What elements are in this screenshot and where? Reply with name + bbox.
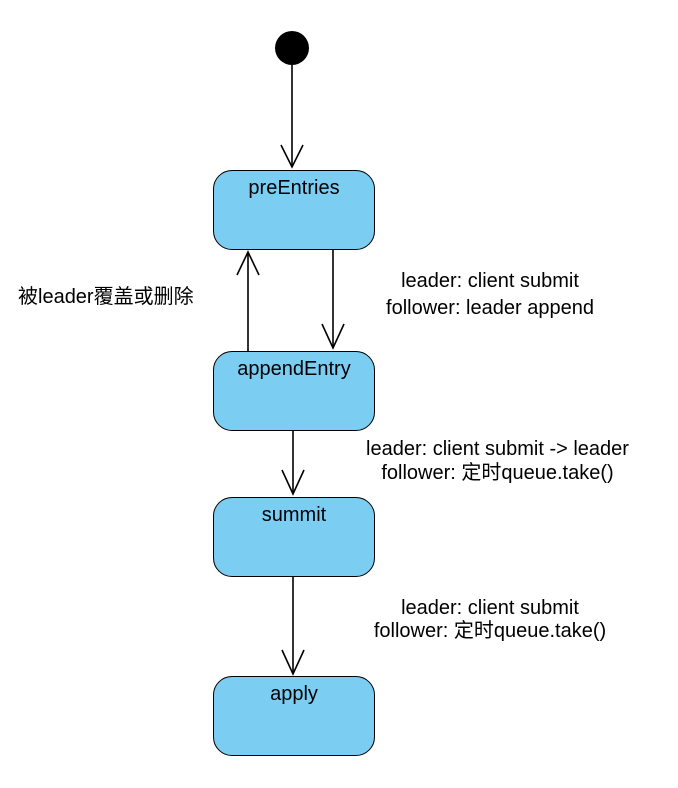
- state-apply: apply: [213, 676, 375, 756]
- label-preentries-to-appendentry: leader: client submit follower: leader a…: [350, 268, 630, 322]
- label-summit-to-apply-line2: follower: 定时queue.take(): [373, 620, 607, 642]
- state-summit: summit: [213, 497, 375, 577]
- state-apply-label: apply: [270, 683, 318, 705]
- initial-state-icon: [275, 31, 309, 65]
- label-preentries-to-appendentry-line2: follower: leader append: [386, 297, 594, 319]
- state-appendentry: appendEntry: [213, 351, 375, 431]
- arrow-summit-to-apply: [281, 577, 305, 676]
- state-appendentry-label: appendEntry: [237, 358, 351, 380]
- label-appendentry-to-summit-line2: follower: 定时queue.take(): [381, 462, 614, 484]
- arrow-preentries-to-appendentry: [321, 250, 345, 350]
- label-summit-to-apply: leader: client submit follower: 定时queue.…: [330, 597, 650, 643]
- label-appendentry-to-summit-line1: leader: client submit -> leader: [366, 438, 629, 460]
- state-preentries: preEntries: [213, 170, 375, 250]
- state-preentries-label: preEntries: [248, 177, 340, 199]
- label-preentries-to-appendentry-line1: leader: client submit: [401, 270, 579, 292]
- arrow-initial-to-preentries: [280, 65, 304, 169]
- label-appendentry-to-summit: leader: client submit -> leader follower…: [325, 437, 670, 485]
- label-summit-to-apply-line1: leader: client submit: [401, 597, 579, 619]
- arrow-appendentry-to-summit: [281, 430, 305, 496]
- arrow-appendentry-to-preentries: [236, 250, 260, 351]
- label-appendentry-to-preentries: 被leader覆盖或删除: [18, 286, 194, 308]
- state-summit-label: summit: [261, 504, 327, 526]
